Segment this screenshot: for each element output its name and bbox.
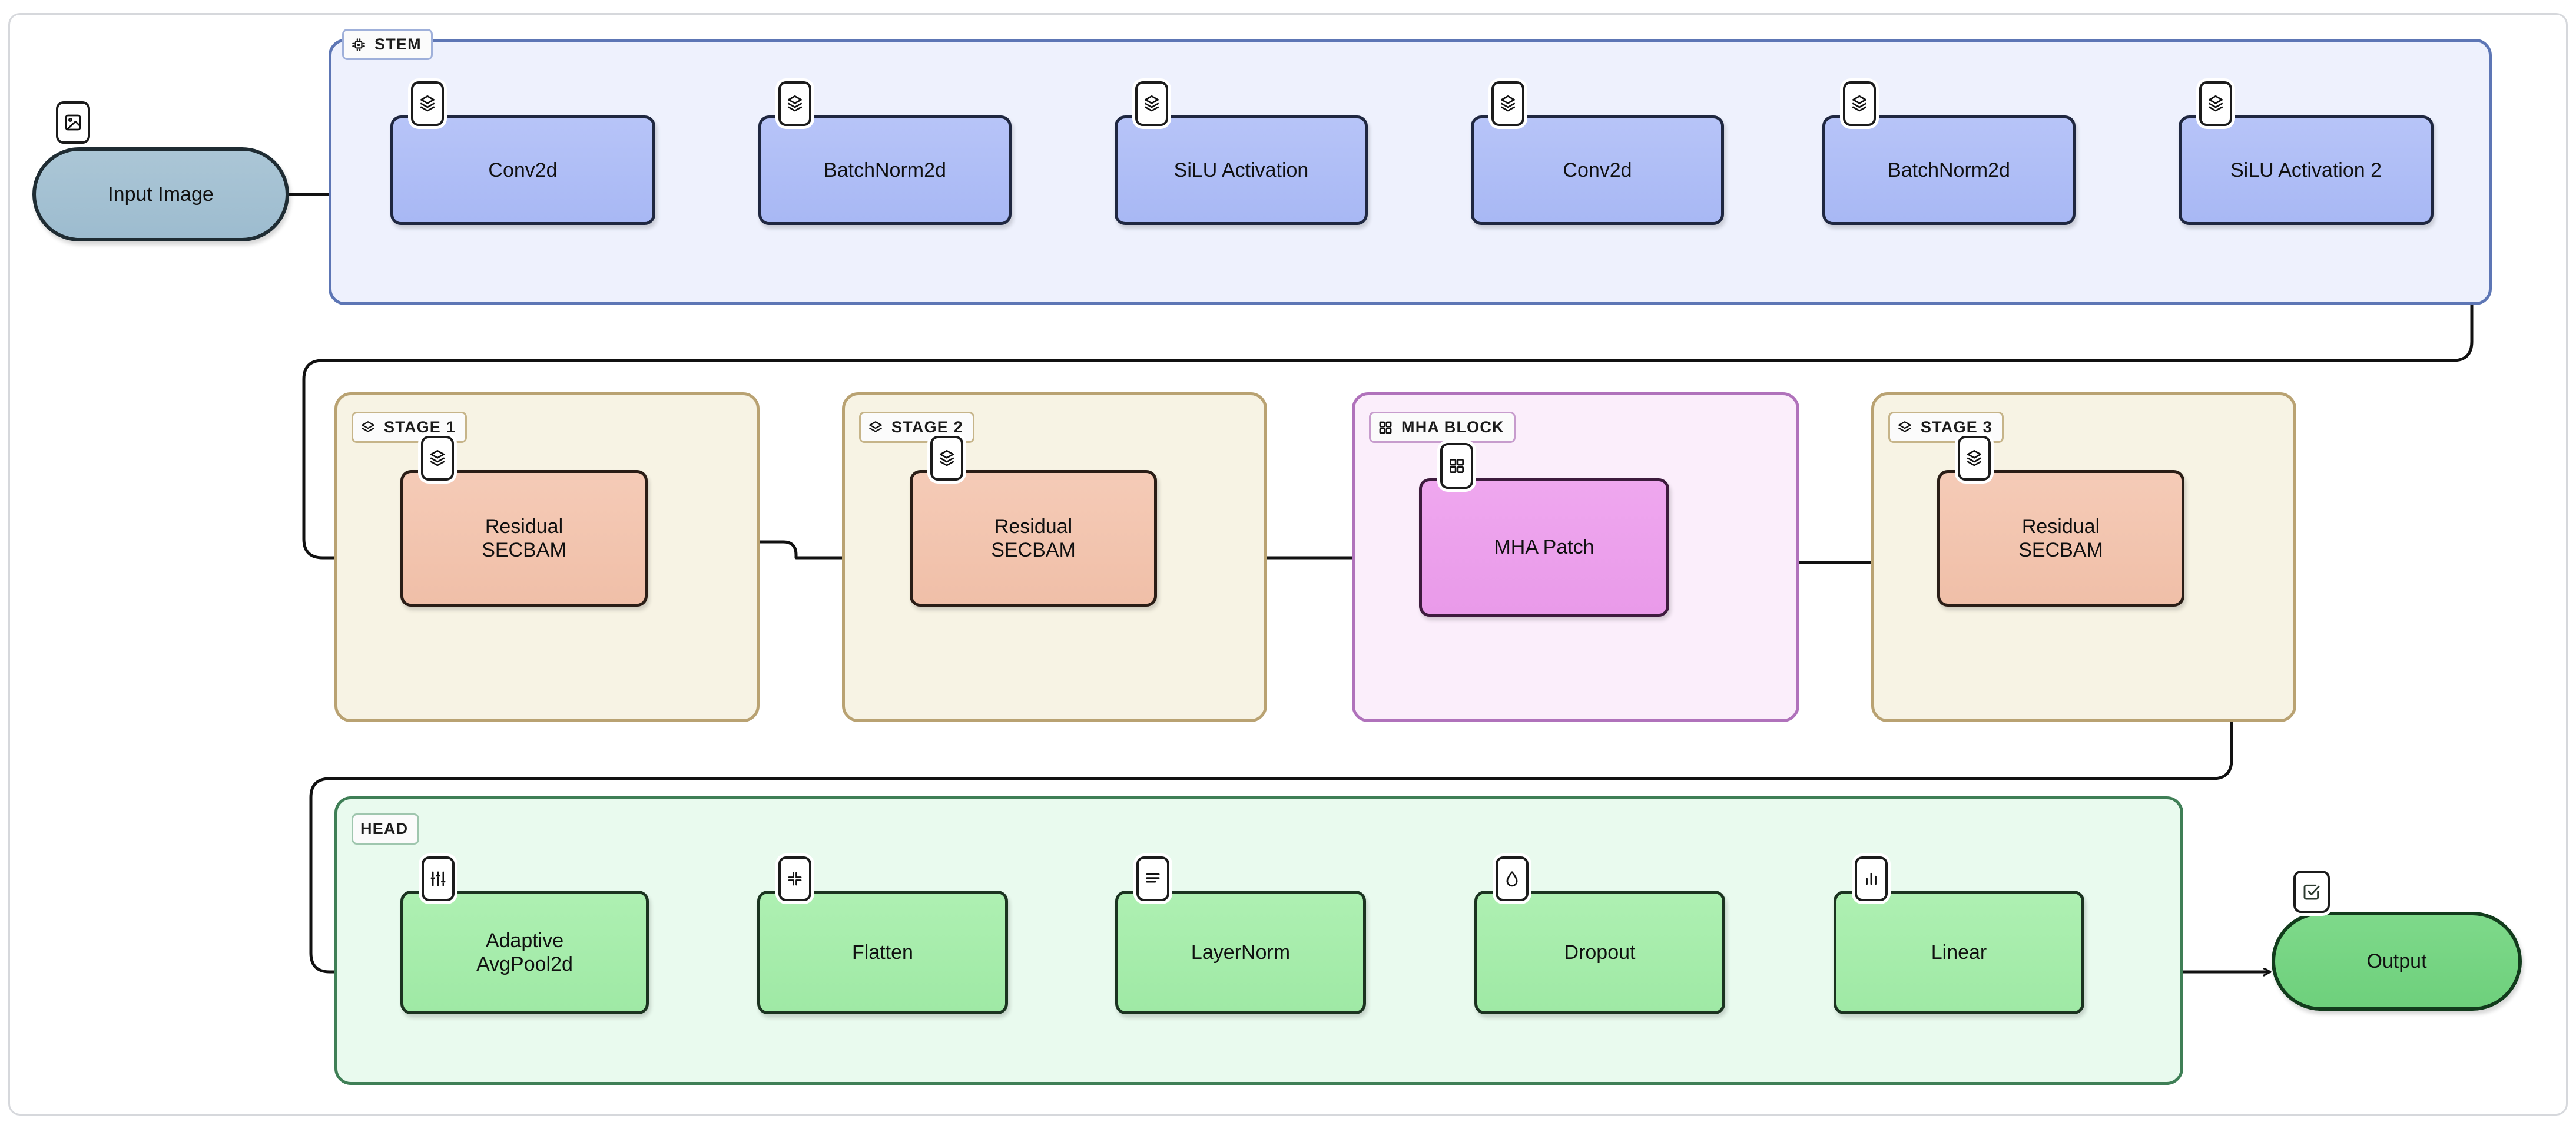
node-batchnorm2d-2[interactable]: BatchNorm2d xyxy=(1822,115,2076,225)
node-silu-activation-2[interactable]: SiLU Activation 2 xyxy=(2179,115,2434,225)
node-dropout[interactable]: Dropout xyxy=(1474,891,1725,1014)
node-adaptive-avgpool2d[interactable]: Adaptive AvgPool2d xyxy=(400,891,649,1014)
layers-icon-badge xyxy=(1135,81,1168,126)
layers-icon xyxy=(785,94,804,113)
node-output-label: Output xyxy=(2366,949,2427,972)
group-stage3-label-text: STAGE 3 xyxy=(1921,418,1992,436)
layers-icon xyxy=(418,94,437,113)
grid-icon xyxy=(1378,420,1393,435)
node-mha-patch[interactable]: MHA Patch xyxy=(1419,478,1669,617)
droplet-icon-badge xyxy=(1496,856,1529,901)
grid-icon xyxy=(1448,457,1466,475)
node-flatten[interactable]: Flatten xyxy=(757,891,1008,1014)
layers-icon-badge xyxy=(1958,436,1991,481)
node-residual-secbam-1-label: Residual SECBAM xyxy=(482,515,566,561)
node-residual-secbam-2-label: Residual SECBAM xyxy=(991,515,1076,561)
layers-icon xyxy=(1897,420,1912,435)
layers-icon xyxy=(428,449,447,468)
layers-icon-badge xyxy=(1491,81,1524,126)
group-stage2-label-text: STAGE 2 xyxy=(891,418,963,436)
node-residual-secbam-2[interactable]: Residual SECBAM xyxy=(910,470,1157,607)
node-linear-label: Linear xyxy=(1931,941,1987,964)
group-mha-label: MHA BLOCK xyxy=(1369,412,1516,443)
node-residual-secbam-1[interactable]: Residual SECBAM xyxy=(400,470,648,607)
node-residual-secbam-3[interactable]: Residual SECBAM xyxy=(1937,470,2184,607)
group-head-label: HEAD xyxy=(352,813,420,845)
grid-icon-badge xyxy=(1440,443,1473,489)
group-stage1-label-text: STAGE 1 xyxy=(384,418,456,436)
node-batchnorm2d-1-label: BatchNorm2d xyxy=(824,158,946,181)
node-adaptive-avgpool2d-label: Adaptive AvgPool2d xyxy=(476,929,573,975)
layers-icon xyxy=(1965,449,1984,468)
node-input-image[interactable]: Input Image xyxy=(32,147,289,241)
node-output[interactable]: Output xyxy=(2272,912,2522,1011)
node-silu-activation-1[interactable]: SiLU Activation xyxy=(1115,115,1368,225)
layers-icon xyxy=(360,420,376,435)
chip-icon xyxy=(351,37,366,52)
layers-icon-badge xyxy=(411,81,444,126)
layers-icon-badge xyxy=(778,81,811,126)
node-layernorm[interactable]: LayerNorm xyxy=(1115,891,1366,1014)
node-batchnorm2d-2-label: BatchNorm2d xyxy=(1888,158,2010,181)
group-mha-label-text: MHA BLOCK xyxy=(1401,418,1504,436)
group-stem-label: STEM xyxy=(342,29,433,60)
image-icon-badge xyxy=(56,101,90,144)
checkbox-check-icon-badge xyxy=(2293,871,2330,913)
node-silu-activation-2-label: SiLU Activation 2 xyxy=(2230,158,2382,181)
group-stem-label-text: STEM xyxy=(374,35,422,53)
node-dropout-label: Dropout xyxy=(1564,941,1636,964)
node-silu-activation-1-label: SiLU Activation xyxy=(1173,158,1309,181)
sliders-icon-badge xyxy=(422,856,455,901)
minimize-icon-badge xyxy=(778,856,811,901)
droplet-icon xyxy=(1503,870,1521,888)
node-conv2d-1[interactable]: Conv2d xyxy=(390,115,655,225)
layers-icon-badge xyxy=(930,436,963,481)
layers-icon-badge xyxy=(2199,81,2232,126)
sliders-icon xyxy=(429,870,447,888)
bar-chart-icon-badge xyxy=(1855,856,1888,901)
checkbox-check-icon xyxy=(2302,882,2321,901)
node-mha-patch-label: MHA Patch xyxy=(1494,536,1594,559)
layers-icon xyxy=(1850,94,1869,113)
minimize-icon xyxy=(786,870,804,888)
node-input-image-label: Input Image xyxy=(108,183,214,206)
text-lines-icon xyxy=(1144,870,1162,888)
node-conv2d-1-label: Conv2d xyxy=(488,158,558,181)
node-linear[interactable]: Linear xyxy=(1834,891,2084,1014)
layers-icon-badge xyxy=(421,436,454,481)
layers-icon xyxy=(1142,94,1161,113)
node-flatten-label: Flatten xyxy=(852,941,913,964)
layers-icon xyxy=(2206,94,2225,113)
layers-icon-badge xyxy=(1843,81,1876,126)
node-residual-secbam-3-label: Residual SECBAM xyxy=(2018,515,2103,561)
group-stem: STEM xyxy=(329,29,2492,305)
image-icon xyxy=(64,113,82,132)
node-layernorm-label: LayerNorm xyxy=(1191,941,1291,964)
layers-icon xyxy=(1498,94,1517,113)
node-conv2d-2-label: Conv2d xyxy=(1563,158,1632,181)
layers-icon xyxy=(937,449,956,468)
node-batchnorm2d-1[interactable]: BatchNorm2d xyxy=(758,115,1012,225)
node-conv2d-2[interactable]: Conv2d xyxy=(1471,115,1724,225)
text-lines-icon-badge xyxy=(1136,856,1169,901)
layers-icon xyxy=(868,420,883,435)
bar-chart-icon xyxy=(1862,870,1880,888)
group-head-label-text: HEAD xyxy=(360,820,409,838)
